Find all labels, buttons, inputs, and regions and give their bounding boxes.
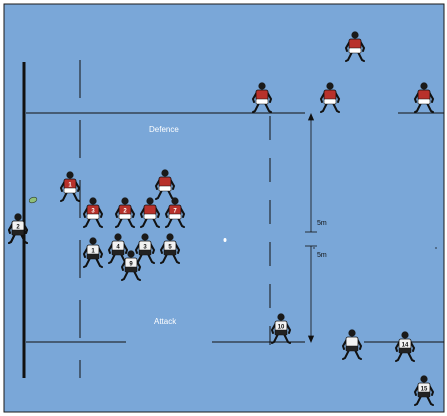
marker <box>224 238 227 242</box>
defence-label: Defence <box>149 125 179 134</box>
pitch-field <box>4 4 444 412</box>
player-number: 14 <box>402 343 409 349</box>
player-number: 10 <box>278 325 285 331</box>
attack-label: Attack <box>154 317 177 326</box>
gap-label-bottom: 5m <box>317 252 327 259</box>
gap-label-top: 5m <box>317 220 327 227</box>
player-number: 15 <box>421 387 428 393</box>
